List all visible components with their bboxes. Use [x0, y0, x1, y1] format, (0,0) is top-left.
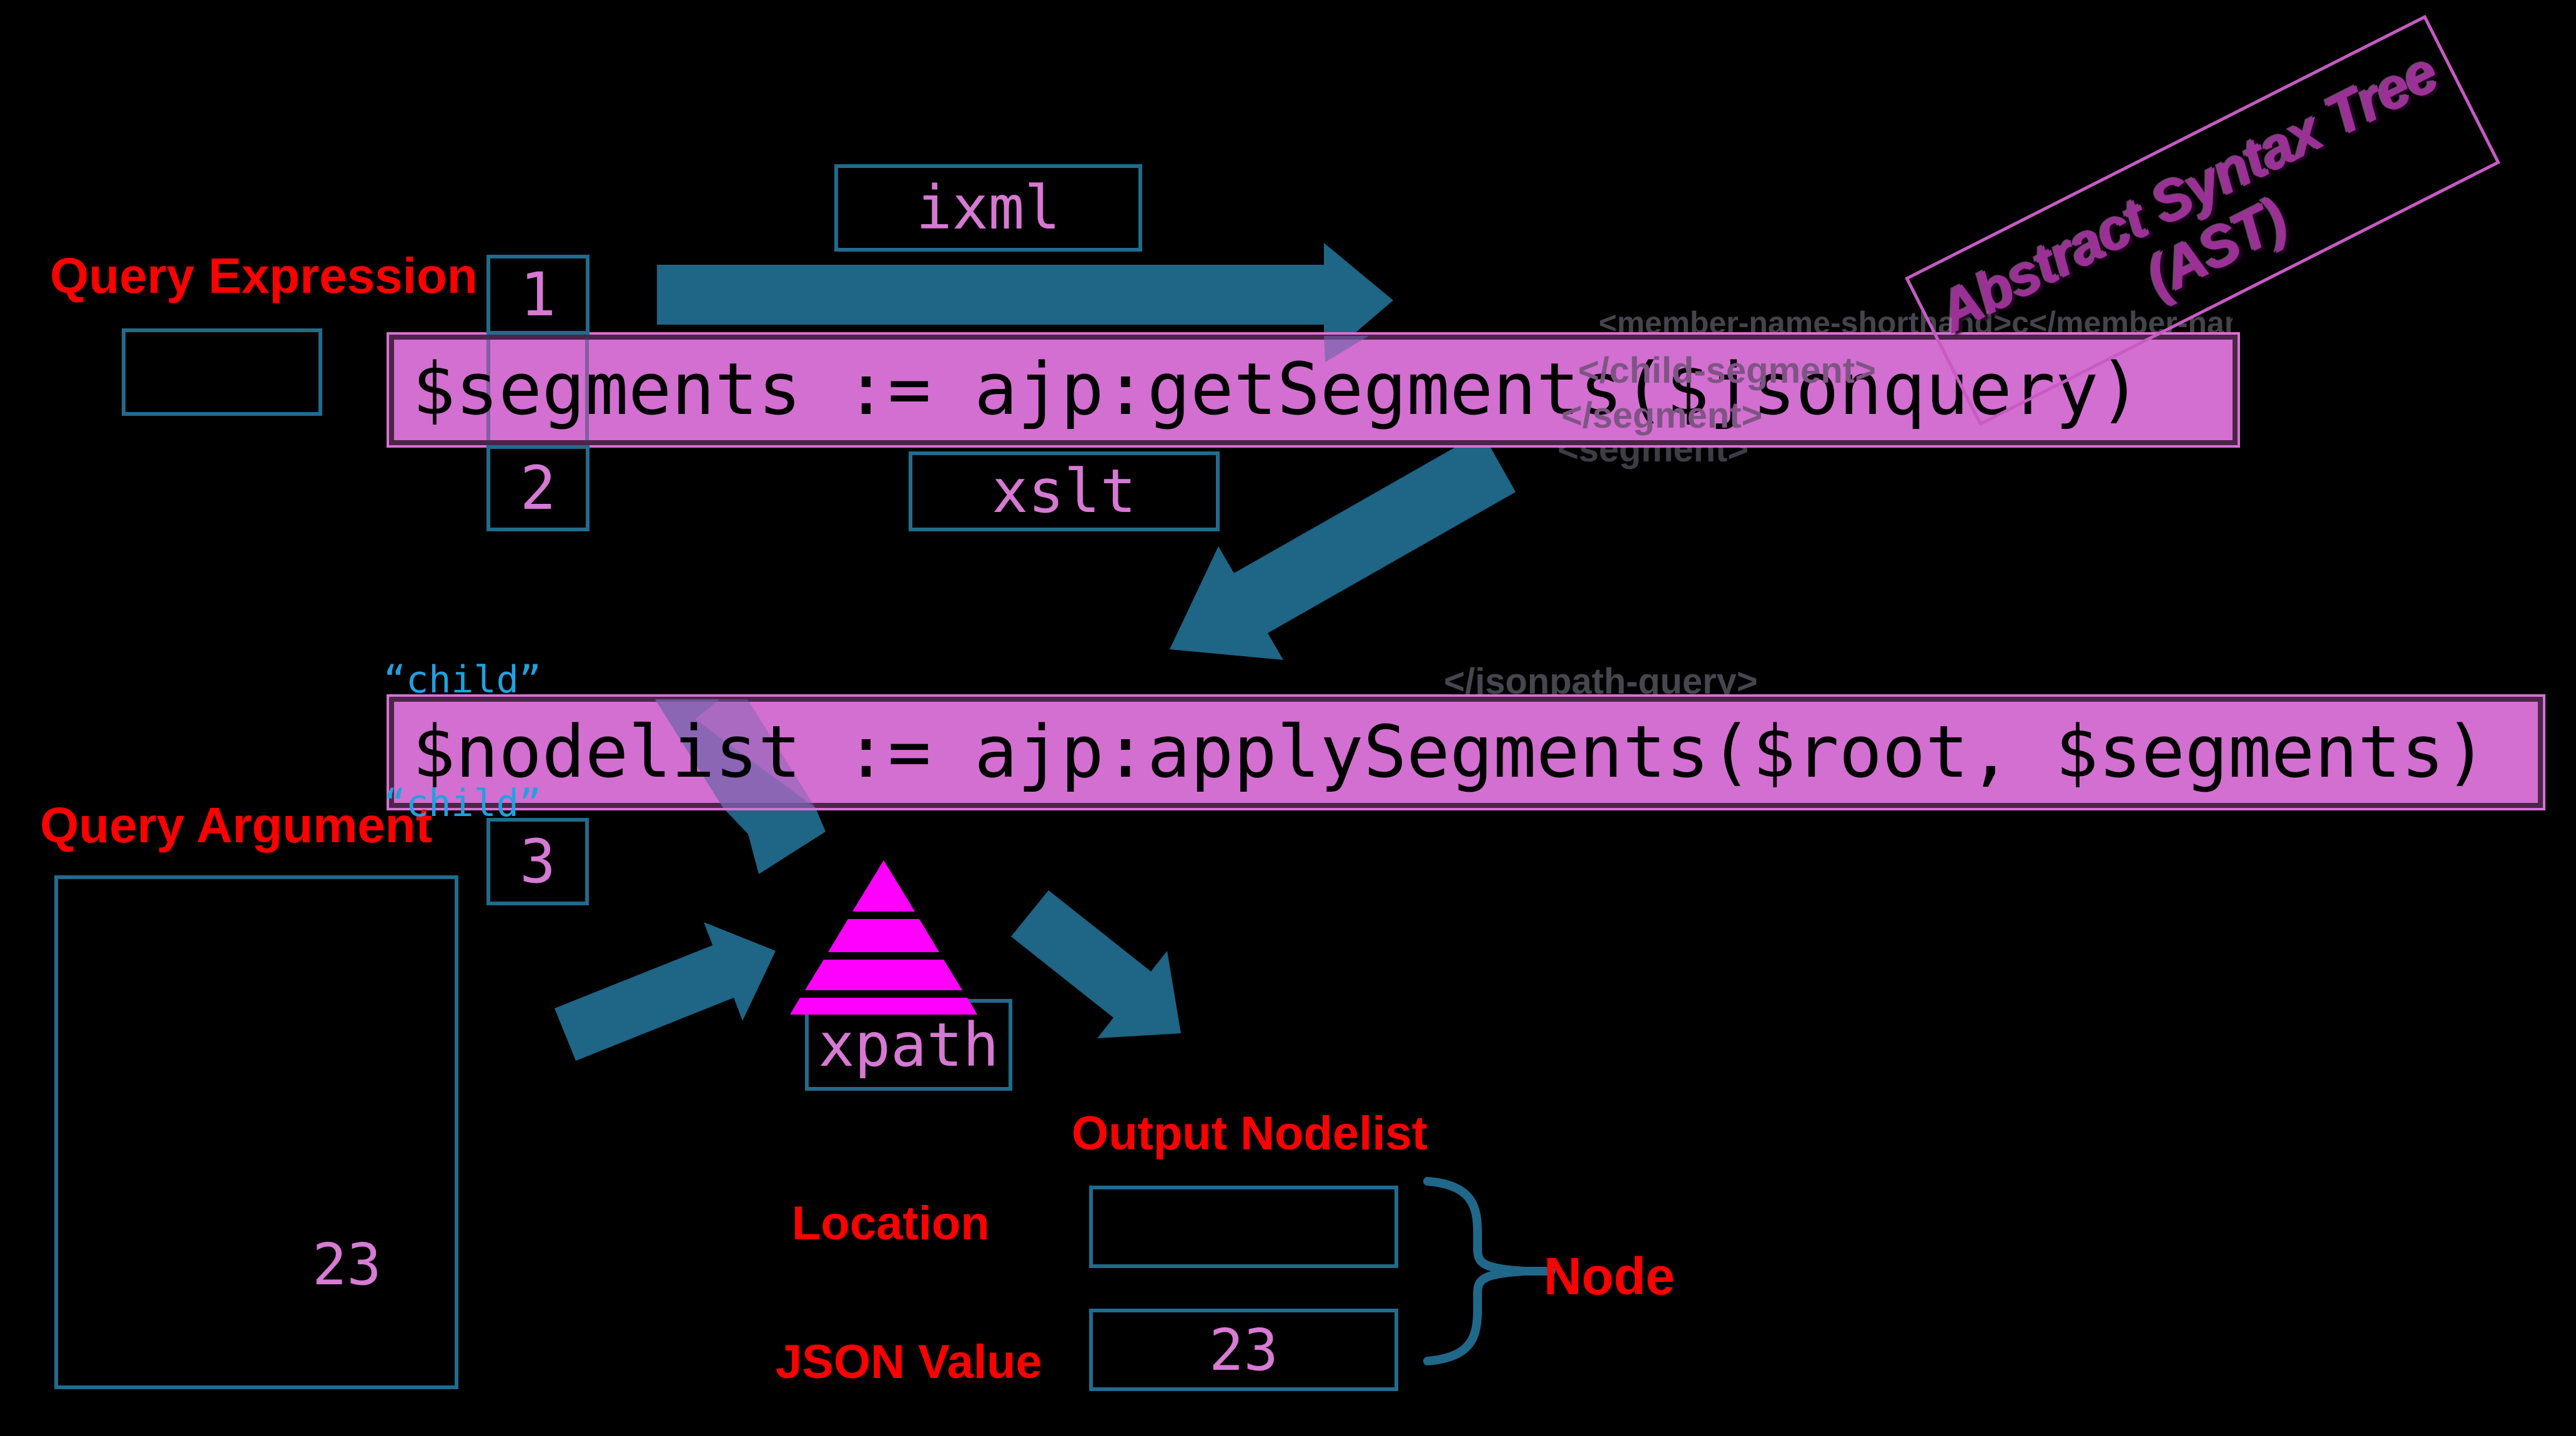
- code-line-apply-segments: $nodelist := ajp:applySegments($root, $s…: [412, 711, 2488, 794]
- stage-label-ixml: ixml: [915, 173, 1061, 243]
- location-box: [1089, 1186, 1398, 1268]
- step-box-3: 3: [486, 818, 589, 905]
- stage-box-ixml: ixml: [834, 164, 1142, 252]
- segment-token-child-2: “child”: [383, 782, 541, 825]
- segment-token-child-1: “child”: [383, 658, 541, 702]
- step-box-1: 1: [486, 255, 590, 335]
- node-label: Node: [1544, 1247, 1675, 1306]
- step-number-2: 2: [520, 453, 556, 523]
- xpath-tree-icon: [790, 860, 977, 1015]
- arrow-up-right-icon: [555, 922, 776, 1061]
- query-expression-box: [122, 328, 322, 416]
- stage-box-xpath: xpath: [805, 999, 1012, 1091]
- location-label: Location: [792, 1197, 990, 1250]
- query-argument-value-text: 23: [312, 1231, 382, 1298]
- code-line-get-segments: $segments := ajp:getSegments($jsonquery): [412, 348, 2142, 431]
- node-brace-icon: [1423, 1177, 1556, 1365]
- json-value-box: 23: [1089, 1309, 1398, 1391]
- ast-xml-fragment: </jsonpath-query>: [1444, 661, 1758, 702]
- query-expression-label: Query Expression: [50, 248, 478, 303]
- ast-banner-line1: Abstract Syntax Tree: [1929, 40, 2448, 345]
- arrow-down-right-icon: [1011, 890, 1181, 1038]
- arrow-through-bar-head-icon: [723, 808, 826, 874]
- json-value-label: JSON Value: [776, 1335, 1042, 1389]
- stage-label-xslt: xslt: [992, 456, 1137, 526]
- output-nodelist-label: Output Nodelist: [1072, 1107, 1428, 1160]
- arrow-down-left-icon: [1170, 432, 1516, 660]
- ast-xml-fragment: <member-name-shorthand>c</member-name-sh…: [1599, 305, 2233, 340]
- step-number-1: 1: [520, 260, 556, 330]
- json-value-text: 23: [1209, 1316, 1278, 1384]
- query-argument-label: Query Argument: [40, 797, 433, 853]
- stage-label-xpath: xpath: [818, 1010, 999, 1080]
- ast-xml-fragment: </child-segment>: [1578, 350, 1877, 391]
- step-number-3: 3: [520, 827, 556, 897]
- step-box-2: 2: [486, 445, 590, 531]
- stage-box-xslt: xslt: [909, 451, 1220, 531]
- query-argument-box: [54, 875, 458, 1389]
- ast-xml-fragment: </segment>: [1561, 395, 1763, 436]
- segment-tokens: “child” “child”: [383, 577, 541, 907]
